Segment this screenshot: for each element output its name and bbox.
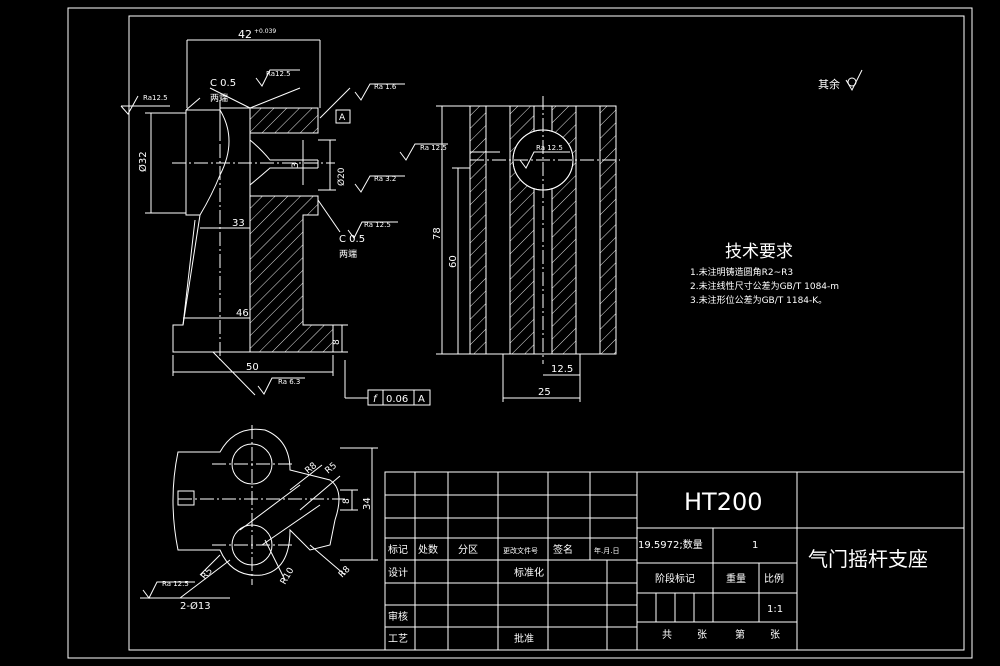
dim-8: 8 [332,339,342,345]
tech-item-3: 3.未注形位公差为GB/T 1184-K。 [690,294,827,306]
row-standardize: 标准化 [514,566,544,579]
hdr-count: 处数 [418,543,438,556]
holes-label: 2-Ø13 [180,600,211,612]
sheets-total: 共 [662,629,672,641]
dim-32: Ø32 [137,151,149,172]
dim-12-5: 12.5 [551,364,573,375]
top-dim-34: 34 [362,497,373,510]
dim-3: 3 [291,162,301,168]
rest-roughness-label: 其余 [818,77,840,91]
dim-78: 78 [432,227,443,240]
sheet-no: 第 [735,628,745,641]
row-review: 审核 [388,610,408,623]
ra-top: Ra12.5 [266,70,291,78]
hdr-mark: 标记 [388,544,408,556]
weight-qty: 19.5972;数量 [638,538,703,551]
stage-label: 阶段标记 [655,572,695,585]
scale-value: 1:1 [767,604,783,615]
both-ends-lower: 两端 [339,248,357,260]
row-approve: 批准 [514,632,534,645]
side-view [436,96,620,402]
ra-right-top: Ra 1.6 [374,83,397,91]
both-ends-upper: 两端 [210,92,228,104]
dim-50: 50 [246,362,259,373]
rest-roughness-circle [847,77,857,87]
dim-33: 33 [232,218,245,229]
datum-a: A [339,113,346,123]
hdr-date: 年.月.日 [594,546,619,555]
ra-bottom: Ra 6.3 [278,378,300,386]
ra-right-low: Ra 3.2 [374,175,396,183]
dim-46: 46 [236,308,249,319]
chamfer-upper: C 0.5 [210,78,236,89]
tol-datum: A [418,394,425,405]
r5-label: R5 [324,461,340,476]
top-ra: Ra 12.5 [162,580,189,588]
ra-left: Ra12.5 [143,94,168,102]
r5-left-label: R5 [200,566,215,582]
material: HT200 [684,488,763,516]
hdr-change-doc: 更改文件号 [503,546,538,555]
dim-20: Ø20 [336,167,347,186]
tech-item-1: 1.未注明铸造圆角R2~R3 [690,266,793,278]
tech-title: 技术要求 [725,242,793,262]
top-dim-8: 8 [342,498,352,504]
front-view [120,39,448,406]
sheets-total-unit: 张 [697,629,707,641]
r10-label: R10 [279,566,297,587]
weight-label: 重量 [726,572,746,585]
top-view [140,425,378,599]
tol-symbol: f [373,394,378,405]
row-process: 工艺 [388,633,408,645]
r3-label: R8 [337,564,353,580]
qty-value: 1 [752,540,758,551]
outer-frame [67,7,973,659]
tech-item-2: 2.未注线性尺寸公差为GB/T 1084-m [690,280,839,292]
chamfer-lower: C 0.5 [339,234,365,245]
dim-60: 60 [448,255,459,268]
ra-chamfer: Ra 12.5 [364,221,391,229]
ra-circle: Ra 12.5 [536,144,563,152]
row-design: 设计 [388,566,408,579]
hdr-zone: 分区 [458,544,478,556]
scale-label: 比例 [764,572,784,585]
dim-25: 25 [538,387,551,398]
ra-right-mid: Ra 12.5 [420,144,447,152]
dim-42-tol: +0.039 [254,28,276,35]
part-name: 气门摇杆支座 [808,547,928,571]
sheet-no-unit: 张 [770,629,780,641]
dim-42: 42 [238,28,252,41]
title-block [384,471,965,651]
tol-value: 0.06 [386,394,408,405]
hdr-sign: 签名 [553,543,573,556]
